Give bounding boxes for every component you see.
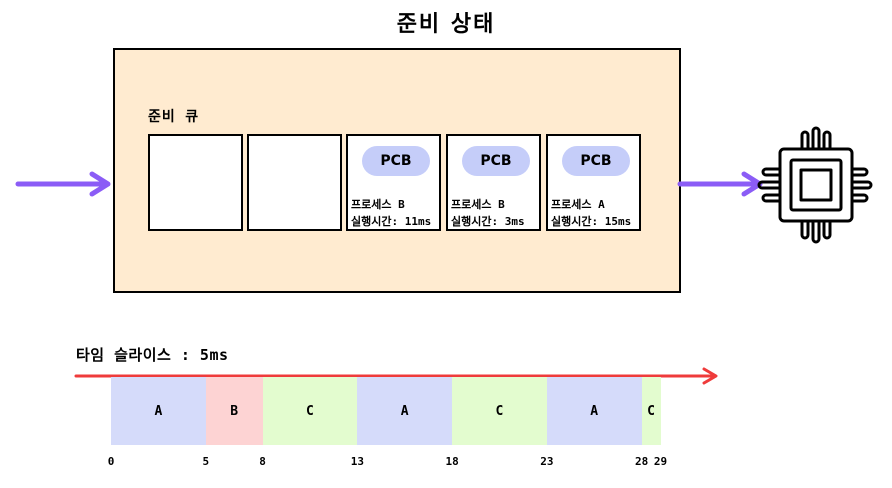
timeline-segment-a: A <box>546 377 642 445</box>
timeline-segment-a: A <box>111 377 206 445</box>
timeline-tick-label: 29 <box>653 455 668 468</box>
process-name: 프로세스 B <box>351 198 405 211</box>
queue-slot-process-b-2: PCB 프로세스 B 실행시간: 3ms <box>446 134 541 231</box>
queue-slot-process-a: PCB 프로세스 A 실행시간: 15ms <box>546 134 641 231</box>
pcb-badge: PCB <box>462 146 530 176</box>
process-runtime: 실행시간: 11ms <box>351 215 432 228</box>
timeline-tick-label: 5 <box>202 455 210 468</box>
timeline-tick-label: 13 <box>350 455 364 468</box>
pcb-badge: PCB <box>562 146 630 176</box>
process-runtime: 실행시간: 15ms <box>551 215 632 228</box>
timeline-tick-label: 8 <box>259 455 266 468</box>
timeline-segment-b: B <box>205 377 263 445</box>
queue-slot-process-b-1: PCB 프로세스 B 실행시간: 11ms <box>346 134 441 231</box>
timeline-tick-label: 0 <box>107 455 115 468</box>
queue-slot-empty <box>247 134 342 231</box>
process-name: 프로세스 B <box>451 198 505 211</box>
process-name: 프로세스 A <box>551 198 605 211</box>
process-runtime: 실행시간: 3ms <box>451 215 525 228</box>
timeline-tick-label: 23 <box>540 455 554 468</box>
input-arrow <box>15 171 111 197</box>
timeline-segment-c: C <box>641 377 661 445</box>
time-slice-label: 타임 슬라이스 : 5ms <box>76 346 229 364</box>
output-arrow <box>677 171 763 197</box>
ready-queue-label: 준비 큐 <box>148 109 200 125</box>
cpu-chip-icon <box>757 126 873 244</box>
timeline-arrow <box>74 367 718 385</box>
timeline-tick-label: 28 <box>634 455 649 468</box>
timeline-segment-c: C <box>452 377 547 445</box>
timeline-segment-a: A <box>357 377 453 445</box>
diagram-title: 준비 상태 <box>396 12 496 37</box>
timeline-tick-label: 18 <box>445 455 459 468</box>
queue-slot-empty <box>148 134 243 231</box>
pcb-badge: PCB <box>362 146 430 176</box>
timeline-segment-c: C <box>262 377 358 445</box>
